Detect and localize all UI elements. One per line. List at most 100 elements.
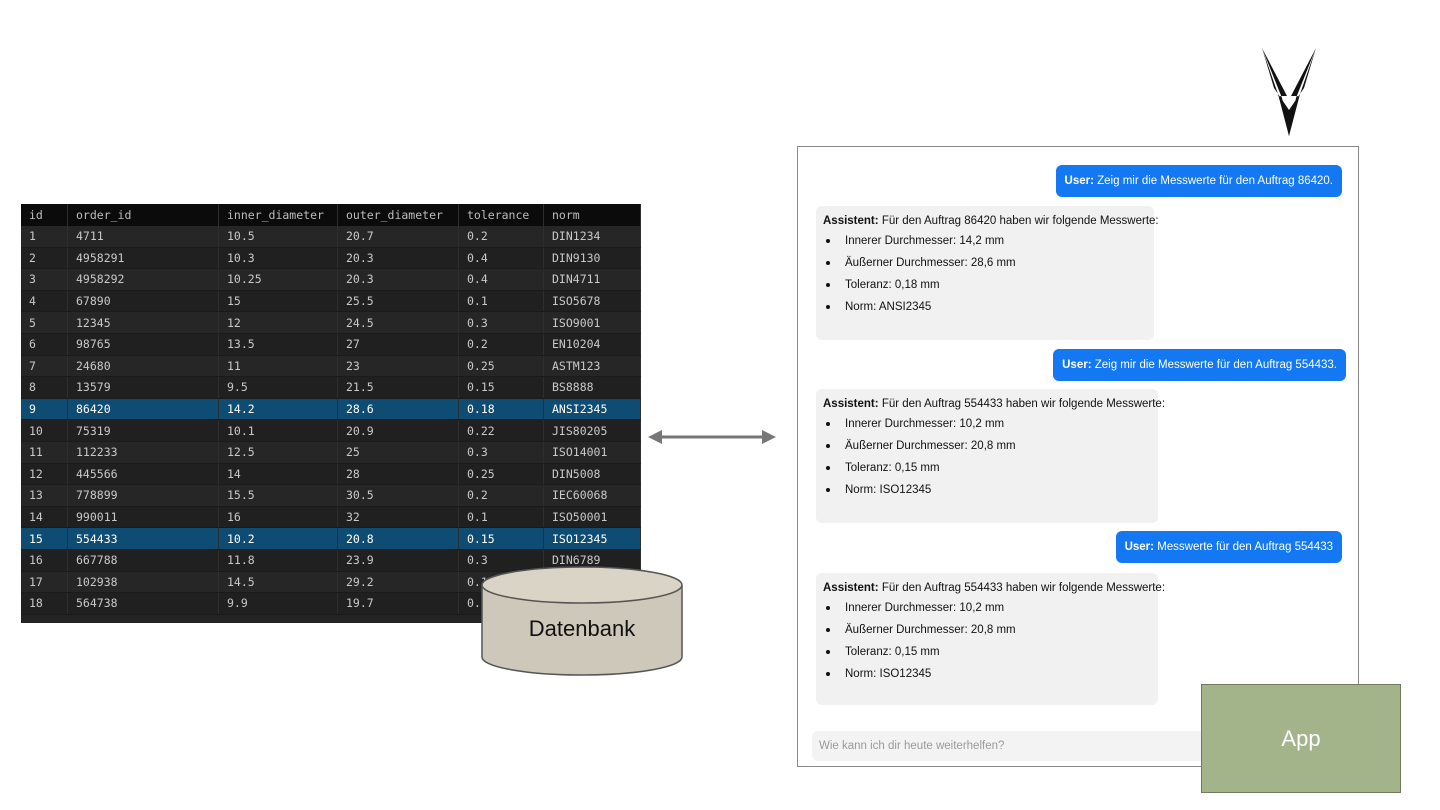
cell-id: 5 bbox=[21, 311, 68, 334]
assistant-intro: Assistent: Für den Auftrag 554433 haben … bbox=[823, 397, 1165, 411]
assistant-intro: Assistent: Für den Auftrag 86420 haben w… bbox=[823, 214, 1159, 228]
cell-tolerance: 0.22 bbox=[458, 419, 544, 442]
cell-tolerance: 0.18 bbox=[458, 398, 544, 421]
list-item: Äußerner Durchmesser: 20,8 mm bbox=[823, 619, 1150, 641]
cell-id: 17 bbox=[21, 571, 68, 594]
assistant-message: Assistent: Für den Auftrag 554433 haben … bbox=[816, 389, 1165, 523]
cell-outer-diameter: 23.9 bbox=[337, 549, 459, 572]
cell-inner-diameter: 13.5 bbox=[218, 333, 338, 356]
cell-tolerance: 0.3 bbox=[458, 549, 544, 572]
cell-id: 12 bbox=[21, 463, 68, 486]
user-prefix: User: bbox=[1062, 359, 1092, 371]
cell-outer-diameter: 30.5 bbox=[337, 484, 459, 507]
user-message-text: Messwerte für den Auftrag 554433 bbox=[1157, 541, 1333, 553]
cell-norm: ISO14001 bbox=[543, 441, 641, 464]
user-message: User: Zeig mir die Messwerte für den Auf… bbox=[1055, 165, 1342, 197]
cell-id: 15 bbox=[21, 527, 68, 550]
cell-inner-diameter: 9.9 bbox=[218, 592, 338, 615]
cell-norm: DIN1234 bbox=[543, 226, 641, 248]
cell-order-id: 778899 bbox=[67, 484, 219, 507]
cell-id: 13 bbox=[21, 484, 68, 507]
cell-outer-diameter: 28.6 bbox=[337, 398, 459, 421]
cell-inner-diameter: 14 bbox=[218, 463, 338, 486]
cell-norm: DIN9130 bbox=[543, 247, 641, 270]
cell-inner-diameter: 15.5 bbox=[218, 484, 338, 507]
assistant-message-text: Für den Auftrag 554433 haben wir folgend… bbox=[881, 398, 1166, 410]
cell-norm: IEC60068 bbox=[543, 484, 641, 507]
cell-id: 16 bbox=[21, 549, 68, 572]
cell-outer-diameter: 20.3 bbox=[337, 247, 459, 270]
cell-outer-diameter: 20.7 bbox=[337, 226, 459, 248]
cell-norm: EN10204 bbox=[543, 333, 641, 356]
cell-outer-diameter: 29.2 bbox=[337, 571, 459, 594]
cell-order-id: 445566 bbox=[67, 463, 219, 486]
column-header-id: id bbox=[21, 204, 68, 226]
cell-order-id: 554433 bbox=[67, 527, 219, 550]
cell-tolerance: 0.25 bbox=[458, 355, 544, 378]
cell-order-id: 4958291 bbox=[67, 247, 219, 270]
cell-norm: ANSI2345 bbox=[543, 398, 641, 421]
cell-tolerance: 0.15 bbox=[458, 376, 544, 399]
orders-table: id order_id inner_diameter outer_diamete… bbox=[21, 204, 641, 615]
cell-order-id: 13579 bbox=[67, 376, 219, 399]
cell-tolerance: 0.4 bbox=[458, 247, 544, 270]
chat-input[interactable]: Wie kann ich dir heute weiterhelfen? bbox=[812, 731, 1232, 761]
column-header-inner-diameter: inner_diameter bbox=[218, 204, 338, 226]
cell-tolerance: 0.25 bbox=[458, 463, 544, 486]
list-item: Norm: ANSI2345 bbox=[823, 296, 1146, 318]
list-item: Innerer Durchmesser: 10,2 mm bbox=[823, 597, 1150, 619]
list-item: Innerer Durchmesser: 14,2 mm bbox=[823, 230, 1146, 252]
cell-norm: JIS80205 bbox=[543, 419, 641, 442]
cell-norm: ASTM123 bbox=[543, 355, 641, 378]
cell-id: 14 bbox=[21, 506, 68, 529]
cell-outer-diameter: 32 bbox=[337, 506, 459, 529]
cell-id: 6 bbox=[21, 333, 68, 356]
cell-outer-diameter: 25.5 bbox=[337, 290, 459, 313]
cell-tolerance: 0.4 bbox=[458, 268, 544, 291]
assistant-prefix: Assistent: bbox=[823, 215, 879, 227]
cell-outer-diameter: 23 bbox=[337, 355, 459, 378]
list-item: Toleranz: 0,15 mm bbox=[823, 641, 1150, 663]
cell-inner-diameter: 10.5 bbox=[218, 226, 338, 248]
assistant-message: Assistent: Für den Auftrag 554433 haben … bbox=[816, 573, 1165, 705]
cell-tolerance: 0.3 bbox=[458, 311, 544, 334]
column-header-norm: norm bbox=[543, 204, 641, 226]
assistant-prefix: Assistent: bbox=[823, 398, 879, 410]
cell-outer-diameter: 25 bbox=[337, 441, 459, 464]
cell-inner-diameter: 10.3 bbox=[218, 247, 338, 270]
cell-tolerance: 0.2 bbox=[458, 484, 544, 507]
cell-outer-diameter: 24.5 bbox=[337, 311, 459, 334]
cell-inner-diameter: 11.8 bbox=[218, 549, 338, 572]
database-cylinder-icon bbox=[481, 566, 683, 676]
cell-inner-diameter: 12.5 bbox=[218, 441, 338, 464]
table-header-row: id order_id inner_diameter outer_diamete… bbox=[21, 204, 641, 226]
v-arrow-logo-icon bbox=[1262, 48, 1316, 136]
cell-norm: BS8888 bbox=[543, 376, 641, 399]
cell-tolerance: 0.2 bbox=[458, 333, 544, 356]
list-item: Äußerner Durchmesser: 20,8 mm bbox=[823, 435, 1150, 457]
cell-inner-diameter: 10.25 bbox=[218, 268, 338, 291]
user-message: User: Messwerte für den Auftrag 554433 bbox=[1115, 531, 1342, 563]
user-prefix: User: bbox=[1124, 541, 1154, 553]
cell-order-id: 990011 bbox=[67, 506, 219, 529]
cell-inner-diameter: 9.5 bbox=[218, 376, 338, 399]
list-item: Toleranz: 0,18 mm bbox=[823, 274, 1146, 296]
cell-id: 8 bbox=[21, 376, 68, 399]
cell-order-id: 24680 bbox=[67, 355, 219, 378]
cell-inner-diameter: 11 bbox=[218, 355, 338, 378]
user-message: User: Zeig mir die Messwerte für den Auf… bbox=[1053, 349, 1346, 381]
list-item: Norm: ISO12345 bbox=[823, 479, 1150, 501]
app-label-box: App bbox=[1201, 684, 1401, 793]
assistant-values-list: Innerer Durchmesser: 10,2 mm Äußerner Du… bbox=[823, 413, 1150, 501]
